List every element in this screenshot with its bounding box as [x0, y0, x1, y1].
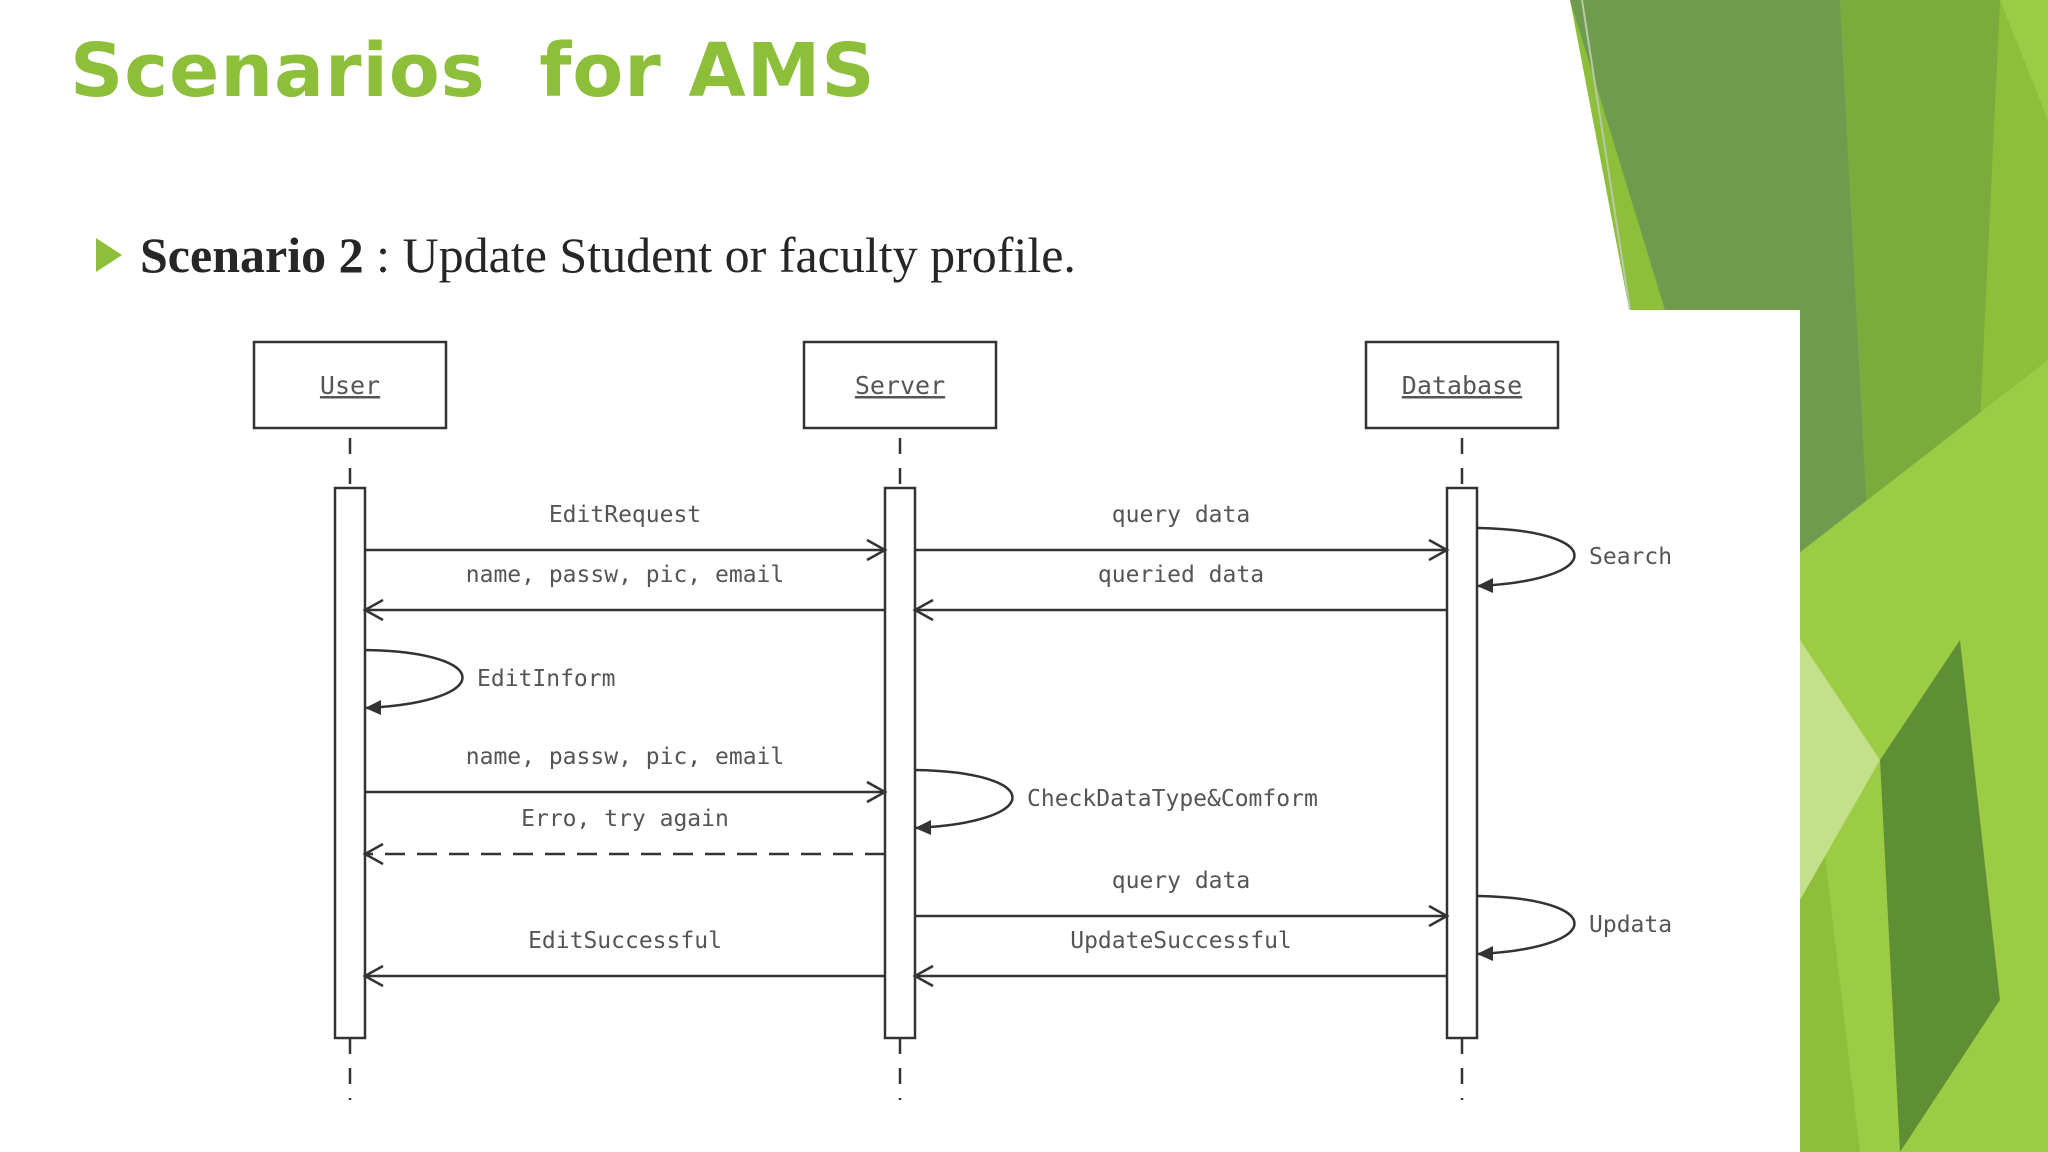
activation-bar-database	[1445, 486, 1479, 1040]
message-label: query data	[1112, 502, 1250, 528]
participant-box-database	[1364, 340, 1560, 430]
self-message-arrowhead	[1477, 946, 1493, 961]
self-message-label: CheckDataType&Comform	[1027, 786, 1318, 812]
self-message-arrowhead	[1477, 578, 1493, 593]
self-message-loop	[914, 768, 1014, 830]
deco-thin-line	[1581, 0, 1631, 311]
message-arrowhead	[912, 598, 934, 622]
self-message-loop	[1476, 894, 1576, 956]
participant-box-server	[802, 340, 998, 430]
message-arrowhead	[866, 780, 888, 804]
deco-right-deep-shape	[1880, 640, 2000, 1152]
message-arrowhead	[912, 964, 934, 988]
message-arrowhead	[1428, 538, 1450, 562]
self-message-loop	[364, 648, 464, 710]
slide-title: Scenarios for AMS	[70, 28, 876, 114]
participant-label-user: User	[320, 371, 380, 400]
deco-right-pale-shape	[1800, 640, 1880, 900]
message-arrowhead	[866, 538, 888, 562]
message-label: queried data	[1098, 562, 1264, 588]
message-arrowhead	[362, 598, 384, 622]
self-message-label: Search	[1589, 544, 1672, 570]
message-arrowhead	[1428, 904, 1450, 928]
bullet-item: Scenario 2 : Update Student or faculty p…	[96, 226, 1076, 284]
self-message-label: EditInform	[477, 666, 615, 692]
participant-label-database: Database	[1402, 371, 1522, 400]
self-message-arrowhead	[915, 820, 931, 835]
message-label: EditRequest	[549, 502, 701, 528]
participant-box-user	[252, 340, 448, 430]
bullet-description: Update Student or faculty profile.	[402, 227, 1076, 283]
participant-label-server: Server	[855, 371, 945, 400]
self-message-label: Updata	[1589, 912, 1672, 938]
activation-bar-user	[333, 486, 367, 1040]
message-label: query data	[1112, 868, 1250, 894]
bullet-arrow-icon	[96, 238, 122, 272]
bullet-separator: :	[363, 227, 403, 283]
message-label: UpdateSuccessful	[1070, 928, 1292, 954]
message-arrowhead	[362, 842, 384, 866]
message-label: EditSuccessful	[528, 928, 722, 954]
self-message-arrowhead	[365, 700, 381, 715]
message-label: name, passw, pic, email	[466, 744, 785, 770]
message-arrowhead	[362, 964, 384, 988]
activation-bar-server	[883, 486, 917, 1040]
bullet-label: Scenario 2	[140, 227, 364, 283]
deco-right-top-edge	[2000, 0, 2048, 120]
message-label: name, passw, pic, email	[466, 562, 785, 588]
self-message-loop	[1476, 526, 1576, 588]
message-label: Erro, try again	[521, 806, 729, 832]
bullet-text: Scenario 2 : Update Student or faculty p…	[140, 226, 1076, 284]
